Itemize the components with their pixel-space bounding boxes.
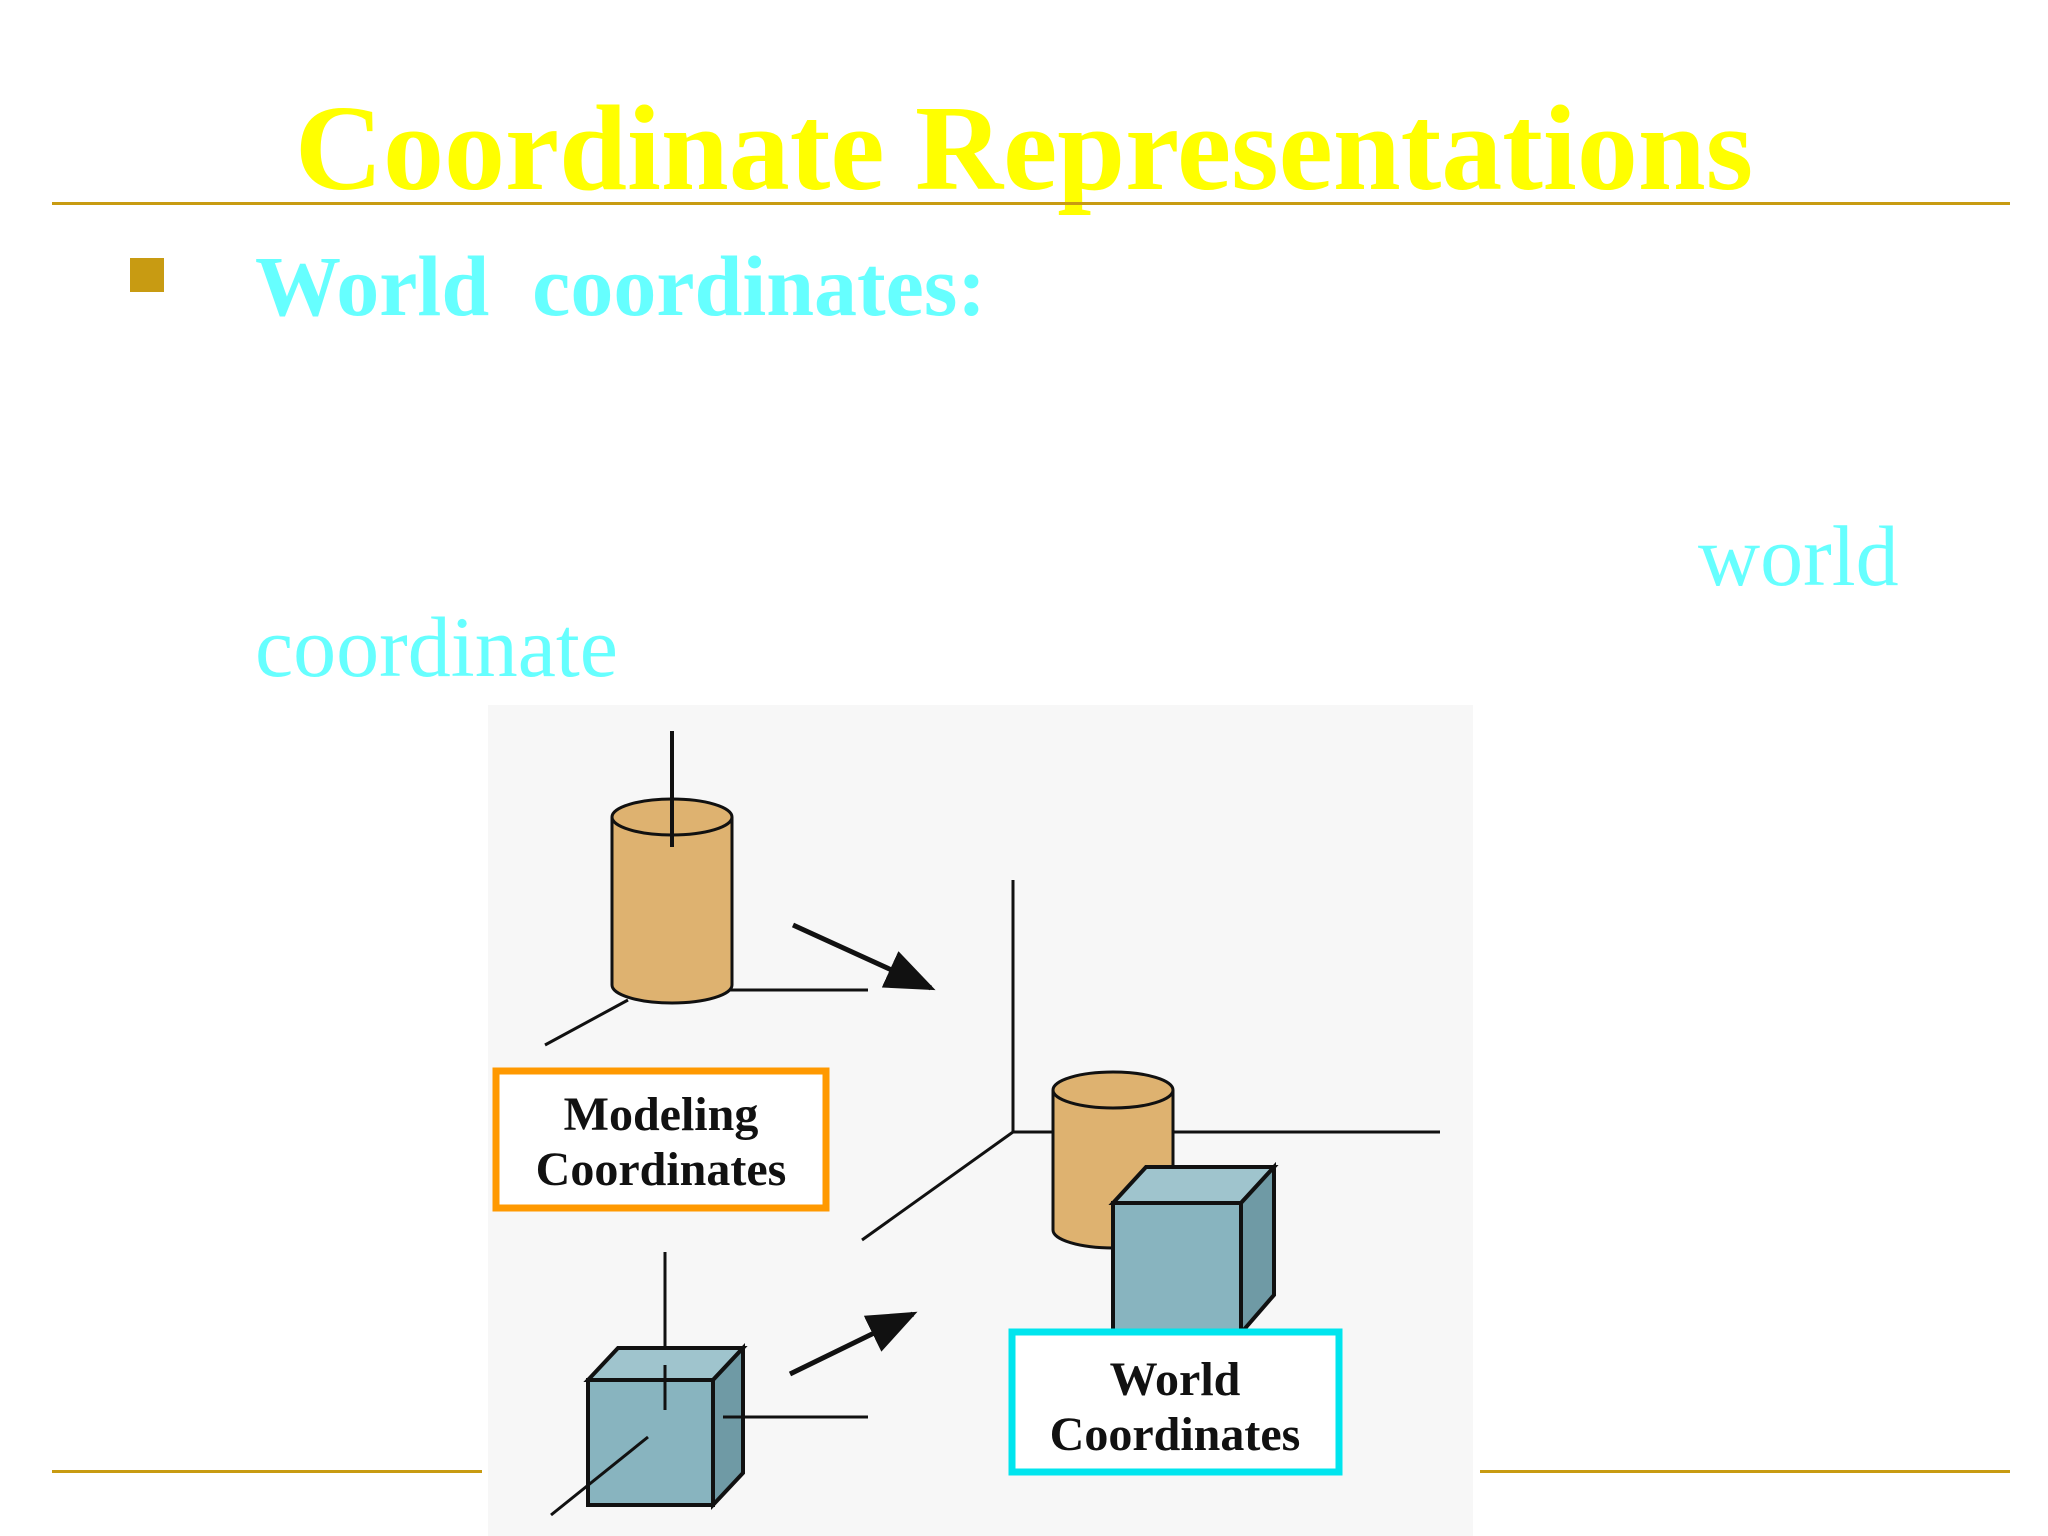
modeling-label-line-1: Modeling <box>564 1088 759 1141</box>
body-text-world: world <box>1698 508 1899 604</box>
footer-rule-right <box>1480 1470 2010 1473</box>
slide-title: Coordinate Representations <box>294 81 1754 216</box>
arrow-cube-to-world <box>788 1311 918 1377</box>
body-text-coordinate: coordinate <box>255 599 618 695</box>
bullet-heading: World coordinates: <box>255 238 986 334</box>
modeling-coordinates-label: Modeling Coordinates <box>492 1067 830 1212</box>
modeling-cube <box>550 1252 868 1517</box>
world-cube <box>1108 1161 1279 1339</box>
bullet-marker <box>130 258 164 292</box>
title-underline <box>52 202 2010 205</box>
modeling-label-line-2: Coordinates <box>536 1143 787 1196</box>
world-coordinates-label: World Coordinates <box>1008 1328 1343 1476</box>
footer-rule-left <box>52 1470 482 1473</box>
modeling-cylinder <box>544 731 868 1047</box>
world-label-line-1: World <box>1110 1353 1241 1406</box>
world-label-line-2: Coordinates <box>1050 1408 1301 1461</box>
coordinate-figure: Modeling Coordinates World Coordinates <box>488 705 1473 1536</box>
arrow-cylinder-to-world <box>791 922 936 991</box>
